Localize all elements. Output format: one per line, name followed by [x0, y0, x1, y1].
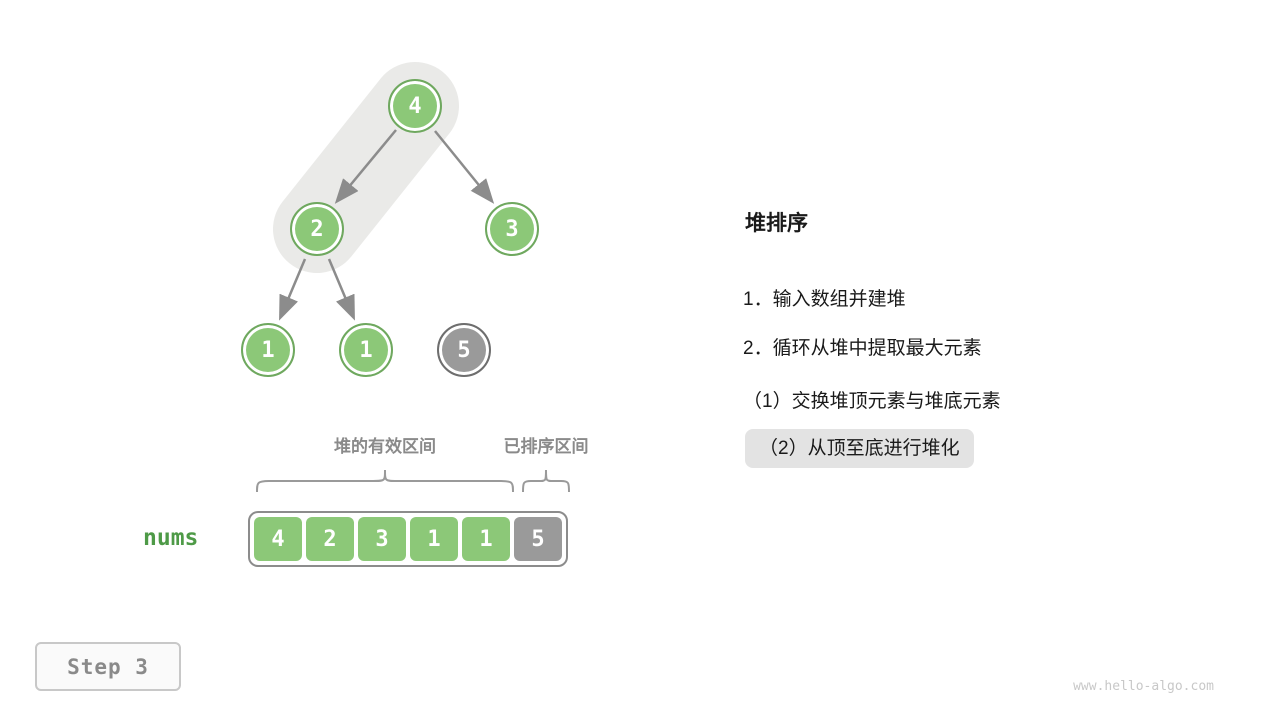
tree-node-5-sorted: 5: [437, 323, 491, 377]
array-cell-sorted: 5: [514, 517, 562, 561]
array-name-label: nums: [143, 525, 199, 551]
heap-region-brace: [256, 469, 514, 493]
edge-4-2-arrow: [334, 129, 397, 204]
tree-node-2: 2: [290, 202, 344, 256]
edge-2-1-right-arrow: [327, 258, 355, 321]
tree-node-1-left: 1: [241, 323, 295, 377]
step-badge: Step 3: [35, 642, 181, 691]
edge-4-3-arrow: [434, 130, 495, 204]
panel-step-2: 2．循环从堆中提取最大元素: [743, 338, 982, 359]
tree-node-root-4: 4: [388, 79, 442, 133]
sorted-region-brace: [522, 469, 570, 493]
nums-array: 4 2 3 1 1 5: [248, 511, 568, 567]
array-cell: 1: [462, 517, 510, 561]
panel-step-1: 1．输入数组并建堆: [743, 289, 906, 310]
array-cell: 1: [410, 517, 458, 561]
array-cell: 3: [358, 517, 406, 561]
panel-step-2-2-highlighted: （2）从顶至底进行堆化: [745, 429, 974, 468]
panel-title: 堆排序: [745, 212, 808, 235]
sorted-region-label: 已排序区间: [503, 437, 589, 456]
tree-node-1-right: 1: [339, 323, 393, 377]
edge-2-1-left-arrow: [279, 258, 307, 321]
panel-step-2-1: （1）交换堆顶元素与堆底元素: [743, 391, 1001, 412]
array-cell: 4: [254, 517, 302, 561]
heap-region-label: 堆的有效区间: [334, 437, 436, 456]
array-cell: 2: [306, 517, 354, 561]
tree-node-3: 3: [485, 202, 539, 256]
watermark-url: www.hello-algo.com: [1073, 679, 1214, 694]
